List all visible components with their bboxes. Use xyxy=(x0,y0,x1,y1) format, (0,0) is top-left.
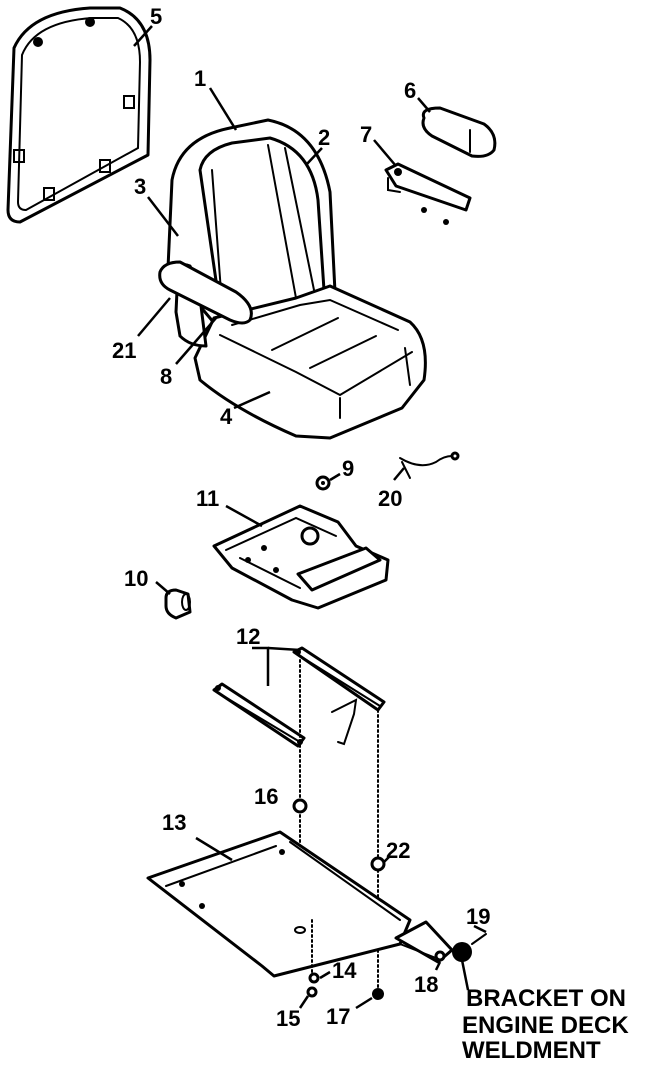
callout-15: 15 xyxy=(276,1006,300,1031)
callout-5: 5 xyxy=(150,4,162,29)
callout-9: 9 xyxy=(342,456,354,481)
callout-3: 3 xyxy=(134,174,146,199)
callout-4: 4 xyxy=(220,404,233,429)
bracket-note-line-3: WELDMENT xyxy=(462,1037,601,1064)
callout-22: 22 xyxy=(386,838,410,863)
part-8-left-armrest xyxy=(158,260,253,325)
part-19-bumper xyxy=(452,933,487,962)
part-7-armrest-bracket xyxy=(384,162,472,225)
callout-2: 2 xyxy=(318,125,330,150)
callout-13: 13 xyxy=(162,810,186,835)
callout-10: 10 xyxy=(124,566,148,591)
part-6-right-armrest xyxy=(421,106,497,158)
bracket-note-line-1: BRACKET ON xyxy=(466,985,626,1012)
callout-14: 14 xyxy=(332,958,357,983)
callout-20: 20 xyxy=(378,486,402,511)
callout-1: 1 xyxy=(194,66,206,91)
callout-12: 12 xyxy=(236,624,260,649)
callout-11: 11 xyxy=(196,486,219,511)
part-17-nut xyxy=(372,988,384,1000)
callout-6: 6 xyxy=(404,78,416,103)
part-20-wire-harness xyxy=(399,451,460,479)
part-9-nut xyxy=(315,475,331,491)
callout-16: 16 xyxy=(254,784,278,809)
part-13-base-plate xyxy=(146,830,412,978)
part-15-washer xyxy=(306,986,318,998)
part-5-back-panel xyxy=(6,6,152,224)
part-16-bolt xyxy=(292,659,308,881)
callout-19: 19 xyxy=(466,904,490,929)
callout-18: 18 xyxy=(414,972,438,997)
bracket-note-line-2: ENGINE DECK xyxy=(462,1012,629,1039)
part-14-bolt xyxy=(308,919,320,984)
callout-8: 8 xyxy=(160,364,172,389)
callout-17: 17 xyxy=(326,1004,350,1029)
part-18-washer xyxy=(434,950,446,962)
callout-7: 7 xyxy=(360,122,372,147)
leader-lines xyxy=(133,25,487,1010)
callout-21: 21 xyxy=(112,338,136,363)
part-11-suspension-base xyxy=(212,504,390,610)
